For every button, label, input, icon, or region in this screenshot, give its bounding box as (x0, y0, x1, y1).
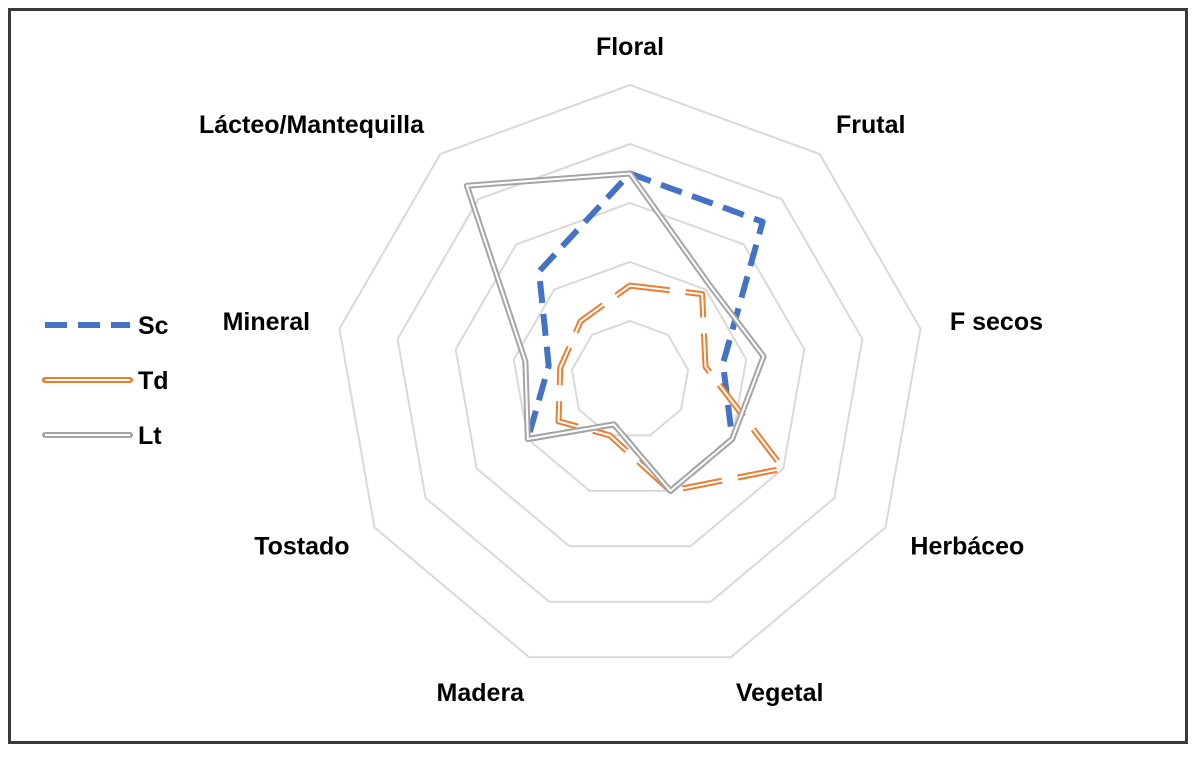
series-lt (463, 170, 767, 494)
legend-label: Sc (138, 312, 169, 340)
radar-grid (338, 83, 922, 659)
legend-item-td: Td (42, 367, 169, 395)
grid-ring-3 (454, 201, 806, 548)
category-label: Frutal (836, 111, 905, 139)
grid-ring-1 (570, 319, 690, 437)
category-label: Herbáceo (910, 533, 1024, 561)
category-label: Floral (596, 33, 664, 61)
category-label: Mineral (223, 308, 311, 336)
series-sc (524, 170, 766, 494)
category-label: F secos (950, 308, 1043, 336)
legend-item-sc: Sc (45, 312, 169, 340)
series-line-inner-lt (465, 172, 765, 492)
category-label: Tostado (254, 533, 349, 561)
legend-label: Td (138, 367, 169, 395)
category-label: Madera (437, 679, 526, 707)
series-td (555, 282, 787, 494)
category-label: Lácteo/Mantequilla (199, 111, 425, 139)
series-line-inner-td (557, 284, 785, 492)
category-label: Vegetal (736, 679, 824, 707)
legend-label: Lt (138, 422, 162, 450)
grid-ring-2 (512, 260, 748, 492)
grid-ring-4 (396, 142, 864, 603)
series-layer (463, 170, 787, 494)
chart-frame (8, 8, 1188, 744)
grid-ring-5 (338, 83, 922, 659)
legend-item-lt: Lt (42, 422, 162, 450)
series-line-sc (524, 170, 766, 494)
